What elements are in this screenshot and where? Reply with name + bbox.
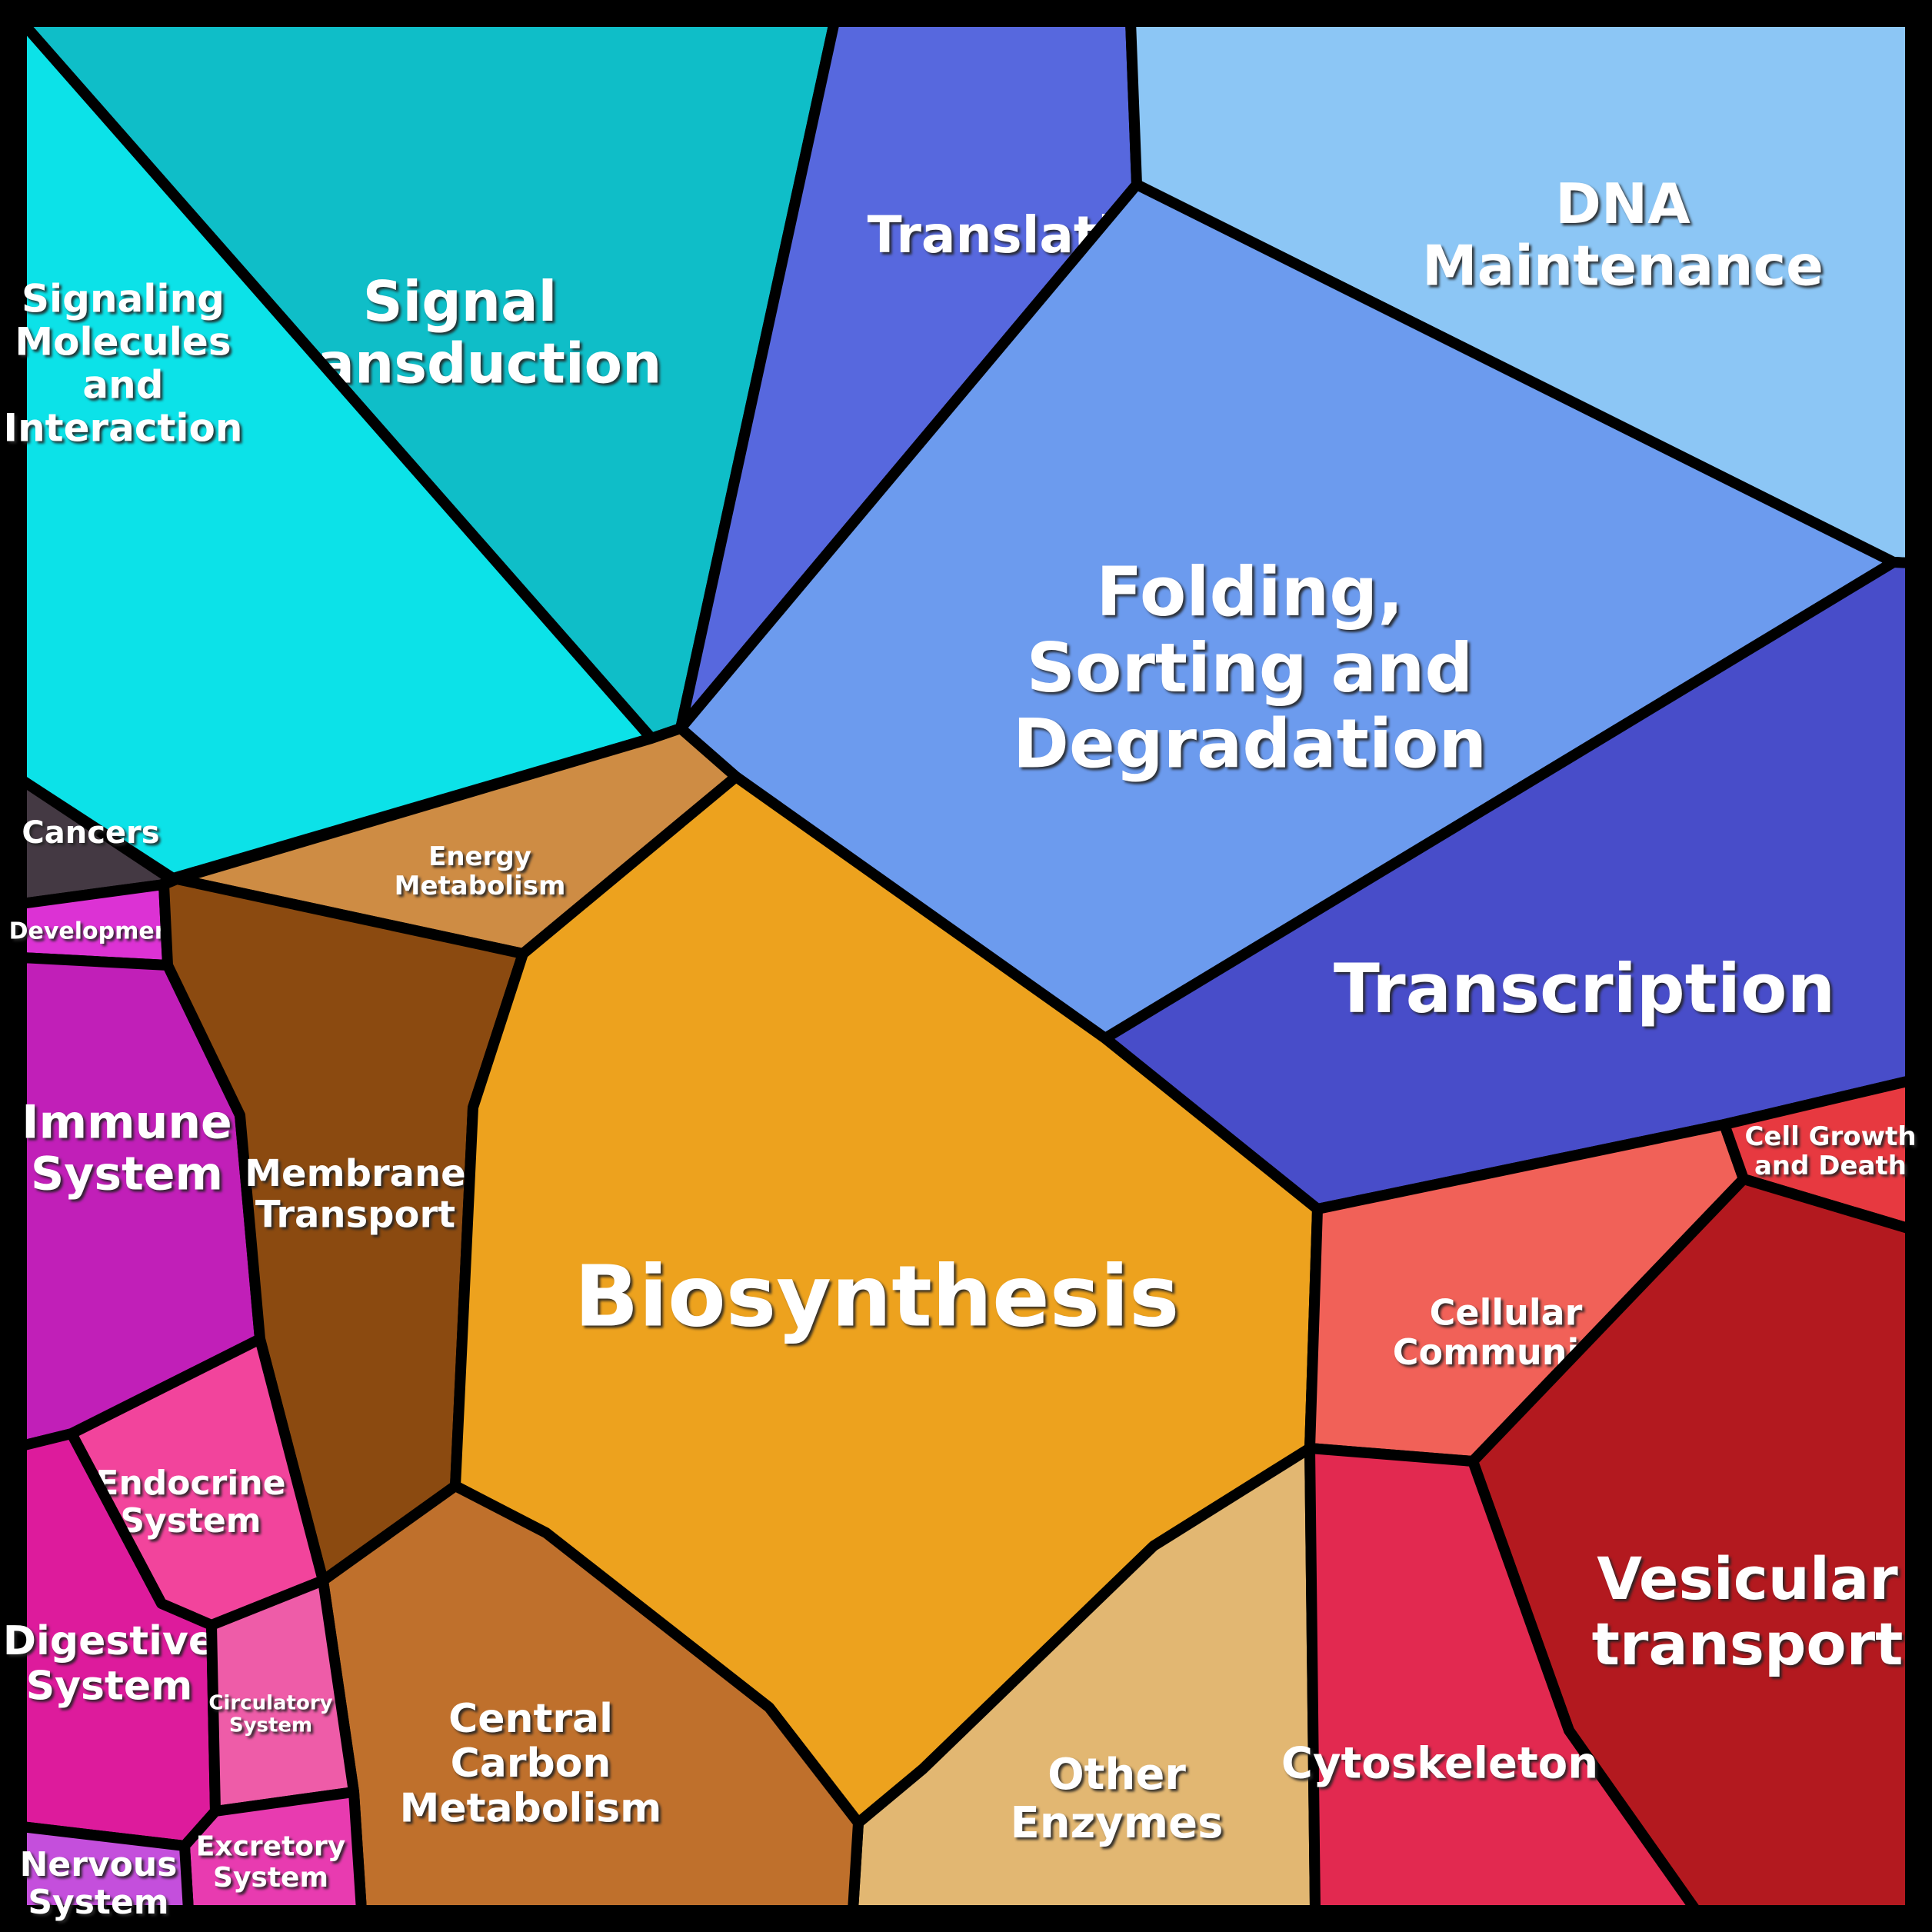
cell-label-line: Metabolism: [395, 871, 566, 901]
cell-label-biosynthesis: Biosynthesis: [575, 1247, 1180, 1346]
cell-label-line: Development: [9, 918, 182, 945]
cell-label-line: Carbon: [451, 1740, 611, 1787]
cell-label-line: Molecules: [15, 320, 231, 365]
cell-polygon-nervous-system: [16, 1821, 194, 1916]
cell-label-line: Signal: [363, 269, 558, 334]
cell-label-line: transport: [1592, 1610, 1904, 1678]
cell-label-line: System: [213, 1862, 328, 1894]
cell-label-line: System: [26, 1663, 193, 1709]
cell-polygon-cytoskeleton: [1304, 1443, 1701, 1916]
cell-label-line: Enzymes: [1011, 1798, 1224, 1848]
cell-label-line: Membrane: [245, 1152, 465, 1195]
cell-label-line: Sorting and: [1027, 628, 1474, 708]
cell-label-line: Nervous: [20, 1845, 178, 1884]
cell-label-line: Other: [1048, 1750, 1186, 1800]
cell-label-line: and Death: [1754, 1151, 1907, 1181]
treemap-cell-cytoskeleton: Cytoskeleton: [1281, 1443, 1701, 1916]
cell-label-cancers: Cancers: [22, 815, 159, 851]
cell-label-line: Immune: [22, 1095, 232, 1149]
cell-label-line: Interaction: [3, 406, 242, 451]
cell-label-line: System: [229, 1714, 312, 1737]
cell-label-line: Vesicular: [1597, 1544, 1898, 1613]
cell-label-line: Cellular: [1430, 1291, 1583, 1333]
cell-label-line: Cancers: [22, 815, 159, 851]
cell-label-line: Signaling: [22, 277, 225, 321]
cell-label-development: Development: [9, 918, 182, 945]
cell-label-cytoskeleton: Cytoskeleton: [1281, 1739, 1598, 1789]
cell-label-line: Excretory: [196, 1830, 345, 1862]
cell-label-line: Cytoskeleton: [1281, 1739, 1598, 1789]
cell-label-line: Transport: [255, 1194, 455, 1237]
cell-label-line: System: [120, 1501, 261, 1541]
cell-label-line: Cell Growth: [1744, 1121, 1916, 1152]
cell-label-line: Metabolism: [400, 1785, 662, 1831]
cell-label-line: Central: [448, 1696, 613, 1742]
cell-label-line: Circulatory: [208, 1692, 332, 1715]
cell-label-line: and: [82, 363, 163, 408]
cell-label-line: Transcription: [1334, 949, 1835, 1028]
cell-label-line: System: [31, 1148, 223, 1201]
cell-label-transcription: Transcription: [1334, 949, 1835, 1028]
cell-label-line: Digestive: [3, 1618, 215, 1664]
cell-label-line: DNA: [1555, 172, 1690, 236]
cell-label-line: Biosynthesis: [575, 1247, 1180, 1346]
cell-label-line: System: [28, 1883, 168, 1922]
cell-label-line: Degradation: [1013, 704, 1487, 783]
cell-label-line: Maintenance: [1422, 234, 1824, 298]
cell-label-line: Folding,: [1096, 552, 1403, 631]
treemap-cell-development: Development: [9, 879, 182, 971]
cell-label-line: Energy: [428, 841, 531, 872]
cell-label-line: Endocrine: [95, 1464, 285, 1503]
